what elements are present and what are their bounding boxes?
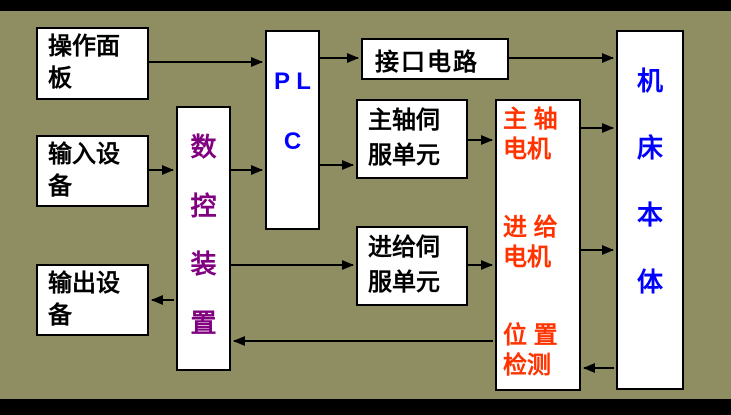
cnc-unit-char-4: 置 <box>190 308 217 339</box>
bottom-border-bar <box>0 399 731 415</box>
cnc-unit-char-3: 装 <box>190 249 217 280</box>
top-border-bar <box>0 0 731 11</box>
machine-body-char-1: 机 <box>636 66 663 96</box>
spindle-motor-line2: 电机 <box>503 136 551 163</box>
feed-servo-box: 进给伺服单元 <box>356 226 468 306</box>
drive-unit-box: 主 轴 电机 进 给 电机 位 置 检测 <box>495 99 581 391</box>
feed-motor-line2: 电机 <box>503 244 551 271</box>
position-detect-line2: 检测 <box>503 352 551 379</box>
spindle-motor-label: 主 轴 电机 <box>503 105 577 165</box>
machine-body-char-2: 床 <box>636 133 663 163</box>
interface-circuit-box: 接口电路 <box>361 38 509 80</box>
interface-circuit-label: 接口电路 <box>375 48 479 76</box>
input-device-box: 输入设备 <box>36 135 149 207</box>
machine-body-char-4: 体 <box>636 267 663 297</box>
cnc-unit-char-1: 数 <box>190 131 217 162</box>
machine-body-box: 机 床 本 体 <box>616 30 684 390</box>
feed-servo-label: 进给伺服单元 <box>368 234 440 296</box>
input-device-label: 输入设备 <box>48 141 120 201</box>
plc-label-line1: P L <box>274 68 311 95</box>
plc-box: P L C <box>265 30 320 230</box>
position-detect-label: 位 置 检测 <box>503 321 577 381</box>
operation-panel-box: 操作面板 <box>36 27 149 100</box>
feed-motor-line1: 进 给 <box>503 214 558 241</box>
feed-motor-label: 进 给 电机 <box>503 213 577 273</box>
plc-label-line2: C <box>283 128 302 155</box>
output-device-label: 输出设备 <box>48 270 120 330</box>
operation-panel-label: 操作面板 <box>48 33 120 93</box>
output-device-box: 输出设备 <box>36 264 149 336</box>
cnc-unit-char-2: 控 <box>190 190 217 221</box>
spindle-servo-box: 主轴伺服单元 <box>356 99 468 179</box>
position-detect-line1: 位 置 <box>503 322 558 349</box>
cnc-unit-box: 数 控 装 置 <box>176 106 231 371</box>
spindle-servo-label: 主轴伺服单元 <box>368 107 440 169</box>
machine-body-char-3: 本 <box>636 200 663 230</box>
spindle-motor-line1: 主 轴 <box>503 106 558 133</box>
